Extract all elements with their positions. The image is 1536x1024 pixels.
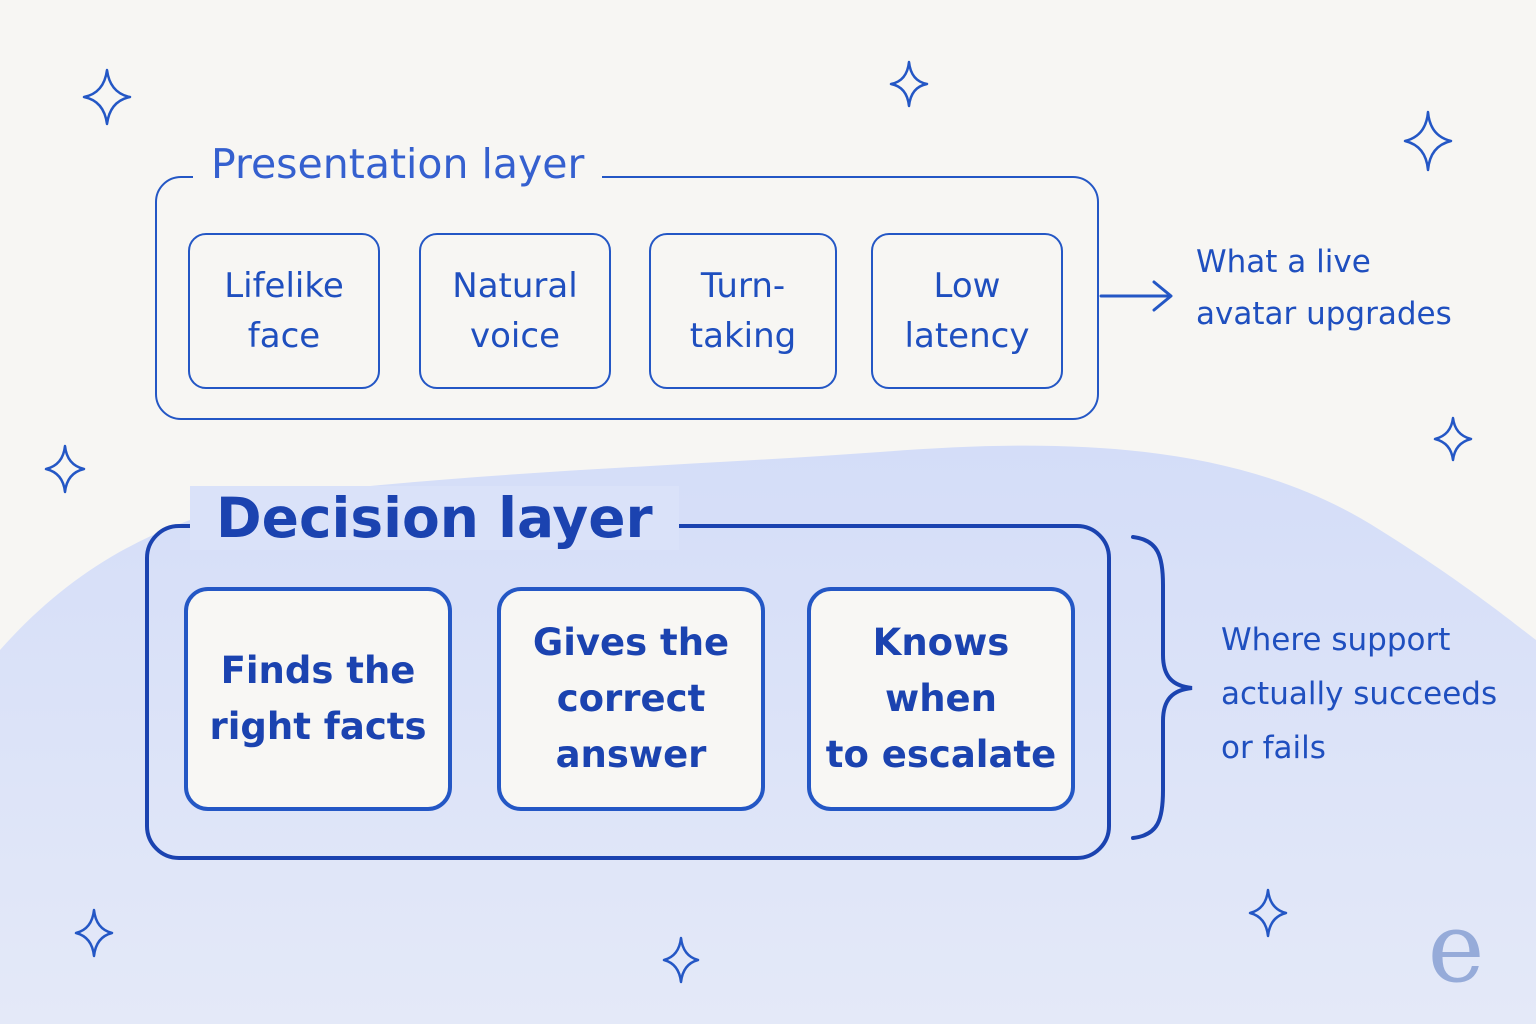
note-line: actually succeeds xyxy=(1221,676,1498,712)
note-line: What a live xyxy=(1196,244,1371,280)
presentation-layer-note: What a live avatar upgrades xyxy=(1196,236,1452,340)
sparkle-icon xyxy=(44,444,86,494)
card-label: Knows when xyxy=(872,621,1010,720)
presentation-layer-title: Presentation layer xyxy=(193,140,603,188)
sparkle-icon xyxy=(889,60,929,108)
sparkle-icon xyxy=(74,908,114,958)
card-label: to escalate xyxy=(825,733,1057,776)
note-line: or fails xyxy=(1221,730,1326,766)
sparkle-icon xyxy=(662,936,700,984)
card-natural-voice: Natural voice xyxy=(419,233,611,389)
card-gives-correct-answer: Gives the correct answer xyxy=(497,587,765,811)
presentation-layer-frame xyxy=(155,176,1099,420)
card-label: Low xyxy=(933,266,1001,306)
card-label: correct xyxy=(556,677,706,720)
card-label: latency xyxy=(904,316,1030,356)
card-label: face xyxy=(247,316,321,356)
sparkle-icon xyxy=(1403,110,1453,172)
card-finds-right-facts: Finds the right facts xyxy=(184,587,452,811)
sparkle-icon xyxy=(1433,416,1473,462)
decision-layer-title: Decision layer xyxy=(190,486,679,550)
card-label: Lifelike xyxy=(224,266,344,306)
sparkle-icon xyxy=(1248,888,1288,938)
card-label: voice xyxy=(470,316,560,356)
card-lifelike-face: Lifelike face xyxy=(188,233,380,389)
decision-layer-note: Where support actually succeeds or fails xyxy=(1221,613,1497,775)
brand-logo: e xyxy=(1427,892,1485,1004)
card-label: Natural xyxy=(452,266,578,306)
card-label: right facts xyxy=(209,705,427,748)
card-knows-when-to-escalate: Knows when to escalate xyxy=(807,587,1075,811)
card-label: Gives the xyxy=(532,621,730,664)
card-label: Finds the xyxy=(220,649,416,692)
note-line: Where support xyxy=(1221,622,1451,658)
card-low-latency: Low latency xyxy=(871,233,1063,389)
sparkle-icon xyxy=(82,68,132,126)
card-turn-taking: Turn-taking xyxy=(649,233,837,389)
note-line: avatar upgrades xyxy=(1196,296,1452,332)
card-label: taking xyxy=(689,316,797,356)
card-label: Turn- xyxy=(700,266,786,306)
card-label: answer xyxy=(555,733,707,776)
